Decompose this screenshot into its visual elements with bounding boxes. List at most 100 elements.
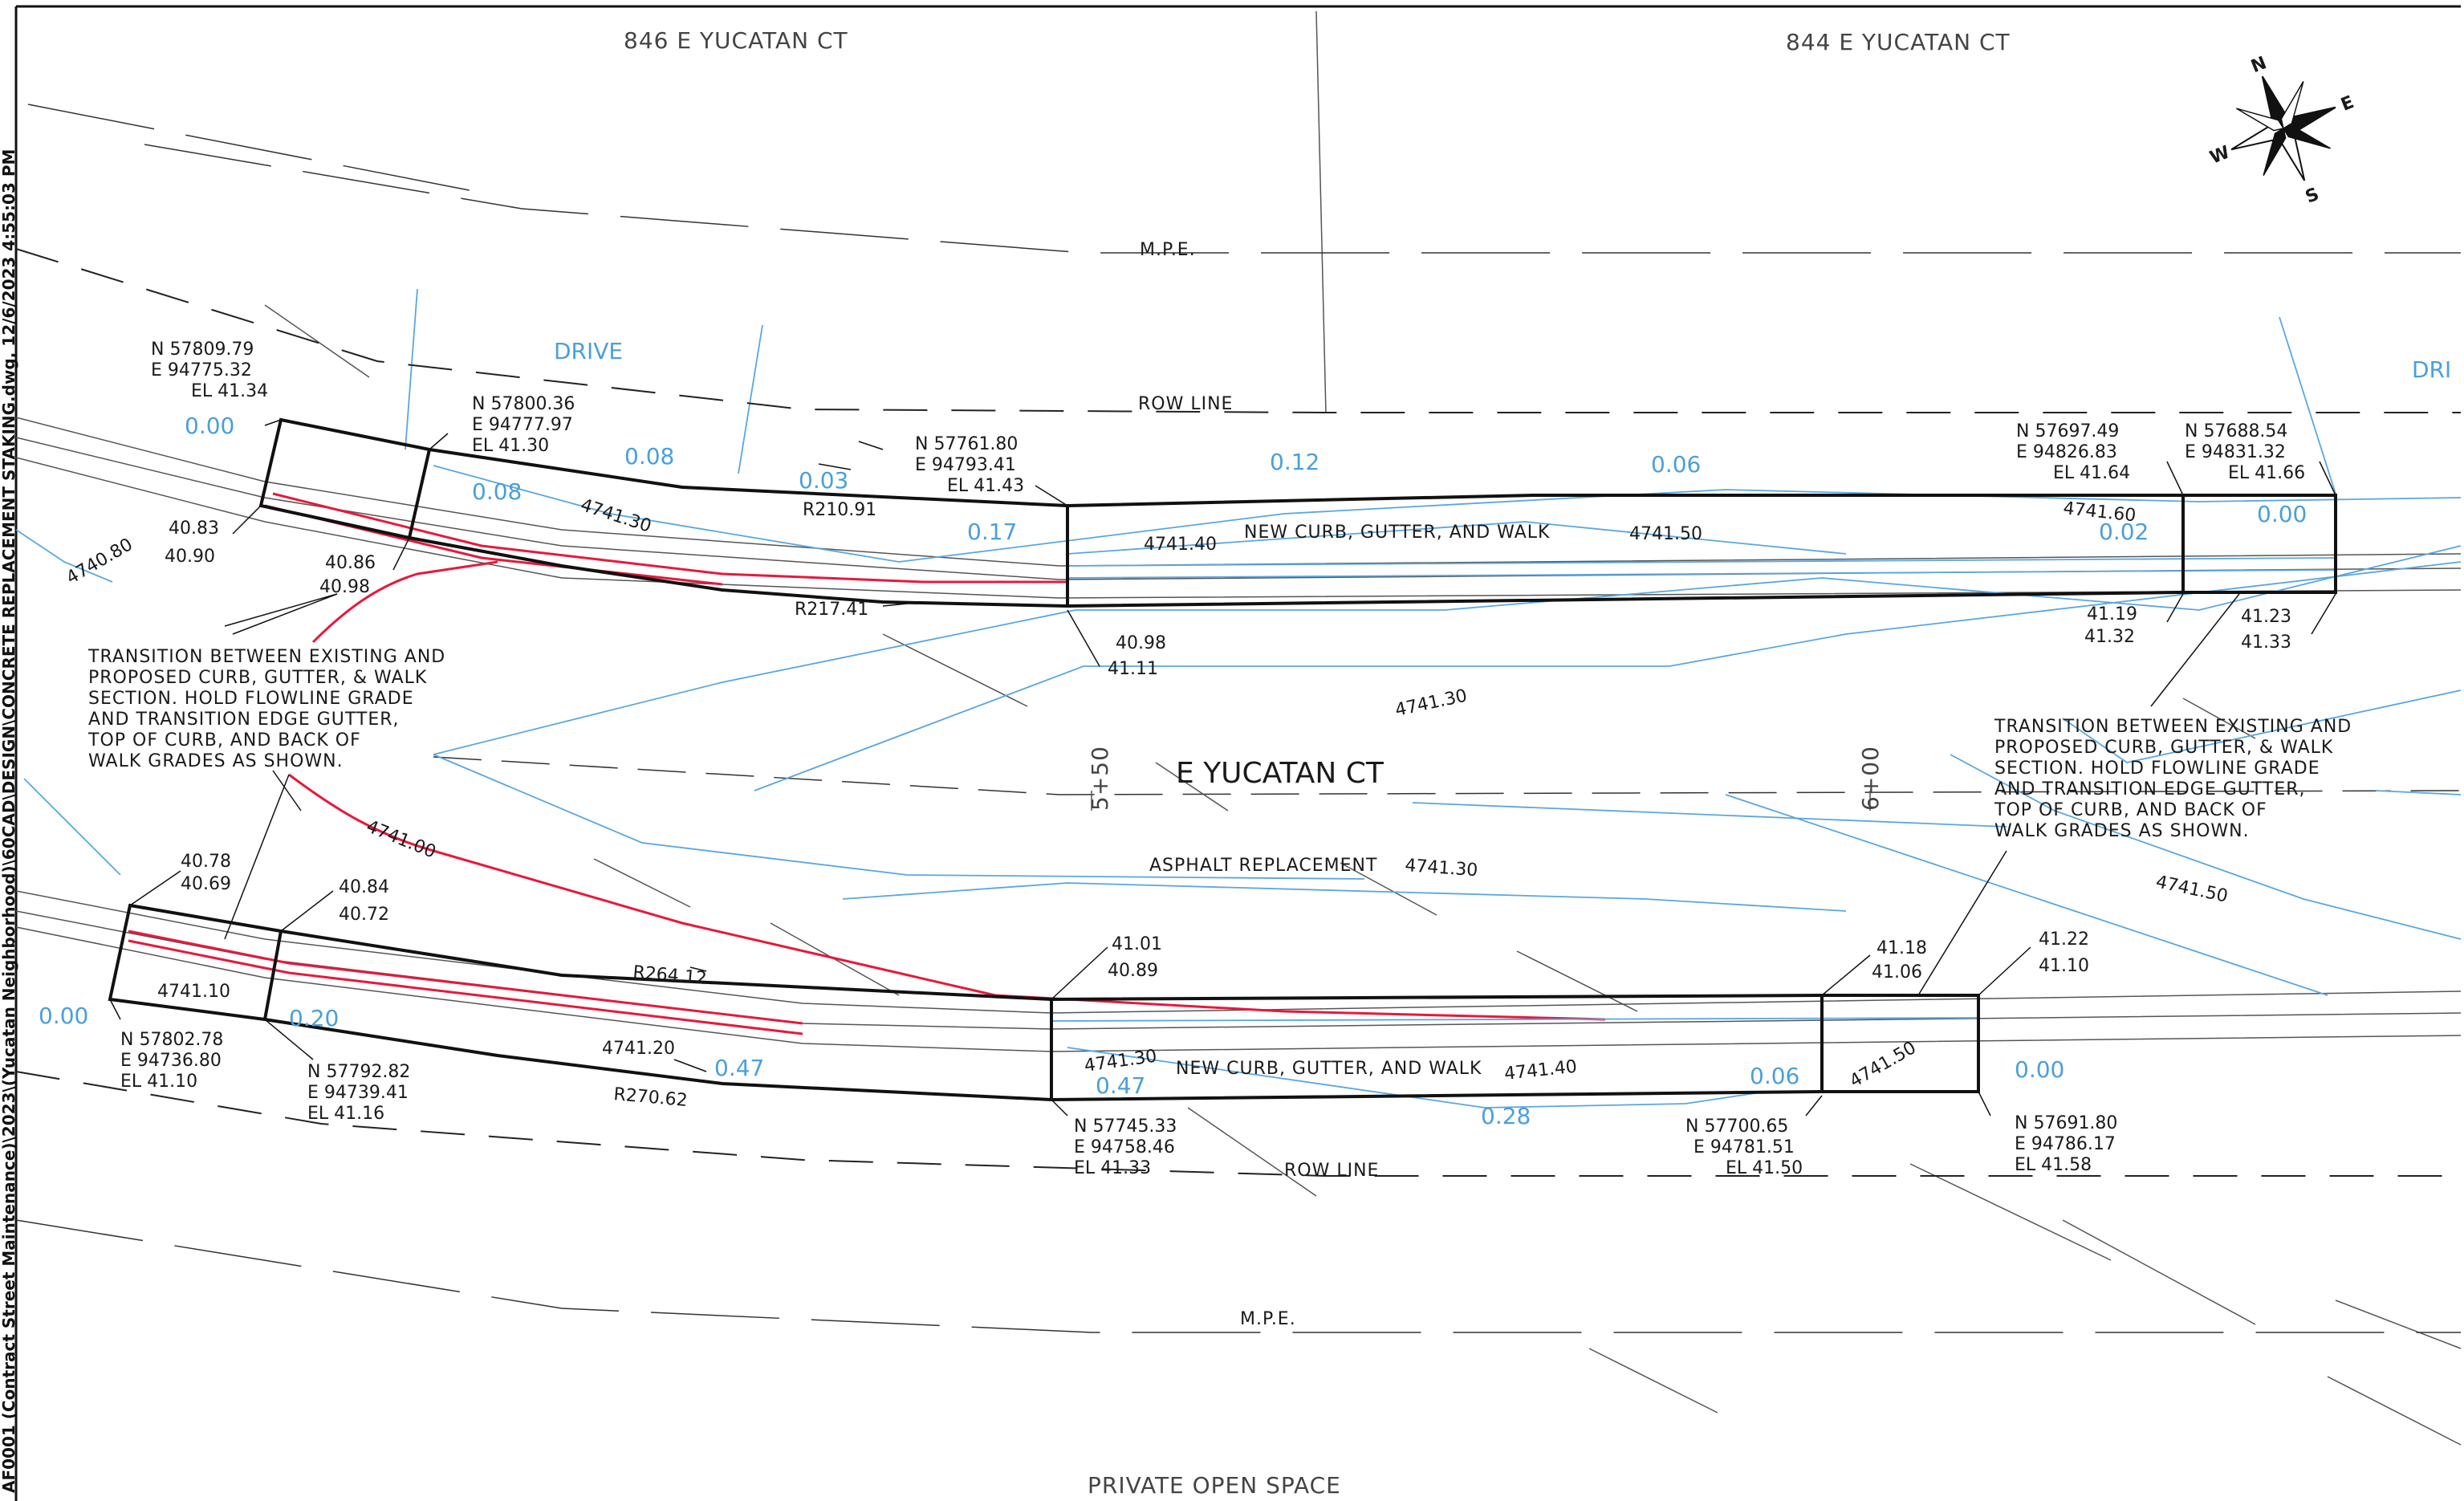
note-right-line-2: PROPOSED CURB, GUTTER, & WALK: [1994, 738, 2333, 758]
svg-text:E 94831.32: E 94831.32: [2185, 442, 2286, 462]
svg-text:E 94793.41: E 94793.41: [915, 455, 1016, 475]
slope-label: 0.00: [2257, 501, 2307, 527]
leader-line: [232, 505, 262, 535]
note-arrow-left-2: [224, 593, 338, 627]
hatch-line: [1155, 762, 1229, 812]
contour-line: [433, 754, 1365, 880]
leader-line: [1805, 1095, 1823, 1117]
leader-line: [2150, 593, 2240, 707]
leader-line: [1035, 485, 1068, 506]
leader-line: [392, 537, 410, 571]
leader-line: [1917, 850, 2007, 996]
red-line-lower-3: [128, 939, 803, 1035]
contour-line: [1725, 794, 2328, 996]
existing-line-top-1: [15, 417, 2462, 567]
curb-label-north: NEW CURB, GUTTER, AND WALK: [1244, 523, 1550, 543]
svg-text:EL 41.34: EL 41.34: [191, 381, 268, 401]
svg-text:N 57745.33: N 57745.33: [1074, 1117, 1177, 1137]
svg-text:E 94758.46: E 94758.46: [1074, 1137, 1175, 1157]
row-line-south: [15, 1071, 2461, 1177]
hatch-line: [1588, 1348, 1718, 1414]
grade-label: 41.22: [2039, 929, 2089, 950]
property-line-diag-left: [264, 304, 370, 378]
grade-label: 40.98: [1116, 633, 1166, 653]
leader-line: [2311, 593, 2336, 635]
grade-label: 40.98: [319, 577, 370, 597]
curb-blue-top: [1067, 557, 2336, 567]
contour-line: [1950, 754, 2462, 940]
grade-label: 40.86: [325, 553, 376, 573]
point-label-10: N 57691.80 E 94786.17 EL 41.58: [2015, 1113, 2117, 1175]
contour-line: [2375, 790, 2462, 795]
leader-line: [429, 433, 449, 450]
contour-line: [23, 778, 121, 876]
street-name: E YUCATAN CT: [1176, 757, 1384, 790]
svg-text:EL 41.16: EL 41.16: [307, 1104, 384, 1124]
hatch-line: [2335, 1300, 2462, 1349]
grade-label: 40.89: [1108, 961, 1158, 981]
drive-label-cut: DRI: [2412, 356, 2451, 383]
svg-text:N 57809.79: N 57809.79: [151, 340, 254, 360]
svg-text:E 94781.51: E 94781.51: [1693, 1137, 1795, 1157]
red-line-branch: [311, 560, 498, 644]
contour-label: 4741.10: [157, 982, 230, 1002]
slope-label: 0.02: [2099, 519, 2149, 545]
leader-line: [280, 890, 334, 932]
svg-text:N 57700.65: N 57700.65: [1685, 1117, 1788, 1137]
open-space-label: PRIVATE OPEN SPACE: [1088, 1472, 1341, 1499]
svg-text:E 94736.80: E 94736.80: [120, 1051, 222, 1071]
contour-line: [1067, 521, 1847, 555]
note-left-line-3: SECTION. HOLD FLOWLINE GRADE: [88, 689, 414, 709]
contour-line: [1412, 802, 2007, 828]
hatch-line: [1187, 1107, 1317, 1197]
point-label-5: N 57688.54 E 94831.32 EL 41.66: [2185, 421, 2305, 483]
svg-text:EL 41.64: EL 41.64: [2053, 463, 2130, 483]
note-left-line-2: PROPOSED CURB, GUTTER, & WALK: [88, 668, 427, 688]
note-arrow-left: [224, 774, 290, 940]
svg-text:EL 41.58: EL 41.58: [2015, 1155, 2092, 1175]
leader-line: [858, 441, 884, 450]
mpe-line-south: [15, 1219, 2461, 1333]
slope-label: 0.20: [289, 1005, 339, 1031]
existing-line-bot-3: [15, 926, 2462, 1052]
leader-line: [1821, 954, 1871, 996]
note-right-line-5: TOP OF CURB, AND BACK OF: [1994, 800, 2267, 820]
hatch-line: [593, 858, 691, 908]
leader-line: [689, 966, 707, 972]
address-844: 844 E YUCATAN CT: [1786, 29, 2011, 55]
point-label-2: N 57800.36 E 94777.97 EL 41.30: [472, 394, 575, 456]
hatch-line: [1909, 1163, 2112, 1261]
contour-line: [433, 465, 2462, 563]
leader-line: [264, 1019, 314, 1060]
leader-line: [129, 870, 181, 906]
row-line-north: [15, 248, 2461, 413]
grade-label: 41.23: [2241, 607, 2291, 627]
svg-text:E 94775.32: E 94775.32: [151, 360, 252, 380]
note-right-line-3: SECTION. HOLD FLOWLINE GRADE: [1994, 759, 2320, 779]
slope-label: 0.03: [799, 467, 848, 494]
curb-label-south: NEW CURB, GUTTER, AND WALK: [1176, 1059, 1482, 1079]
point-label-7: N 57792.82 E 94739.41 EL 41.16: [307, 1062, 410, 1124]
grade-label: 41.06: [1872, 962, 1922, 982]
grade-label: 41.33: [2241, 633, 2291, 653]
leader-line: [2166, 593, 2184, 623]
hatch-line: [882, 633, 1028, 707]
svg-text:N 57691.80: N 57691.80: [2015, 1113, 2117, 1133]
leader-line: [264, 419, 282, 426]
mpe-line-north-2: [144, 144, 2461, 254]
svg-text:N 57761.80: N 57761.80: [915, 434, 1018, 454]
curb-outline-top: [258, 417, 2337, 608]
point-label-9: N 57700.65 E 94781.51 EL 41.50: [1685, 1117, 1803, 1178]
red-line-lower: [288, 773, 1606, 1021]
grade-label: 40.78: [181, 852, 231, 872]
asphalt-label: ASPHALT REPLACEMENT: [1149, 856, 1377, 876]
note-right-line-6: WALK GRADES AS SHOWN.: [1994, 821, 2250, 841]
grade-label: 41.18: [1876, 938, 1927, 958]
slope-label: 0.47: [1096, 1072, 1145, 1099]
leader-line: [232, 593, 338, 635]
curb-segment-divider: [408, 449, 431, 539]
svg-text:E 94739.41: E 94739.41: [307, 1083, 409, 1103]
leader-line: [2166, 461, 2184, 496]
grade-label: 40.72: [339, 905, 389, 925]
